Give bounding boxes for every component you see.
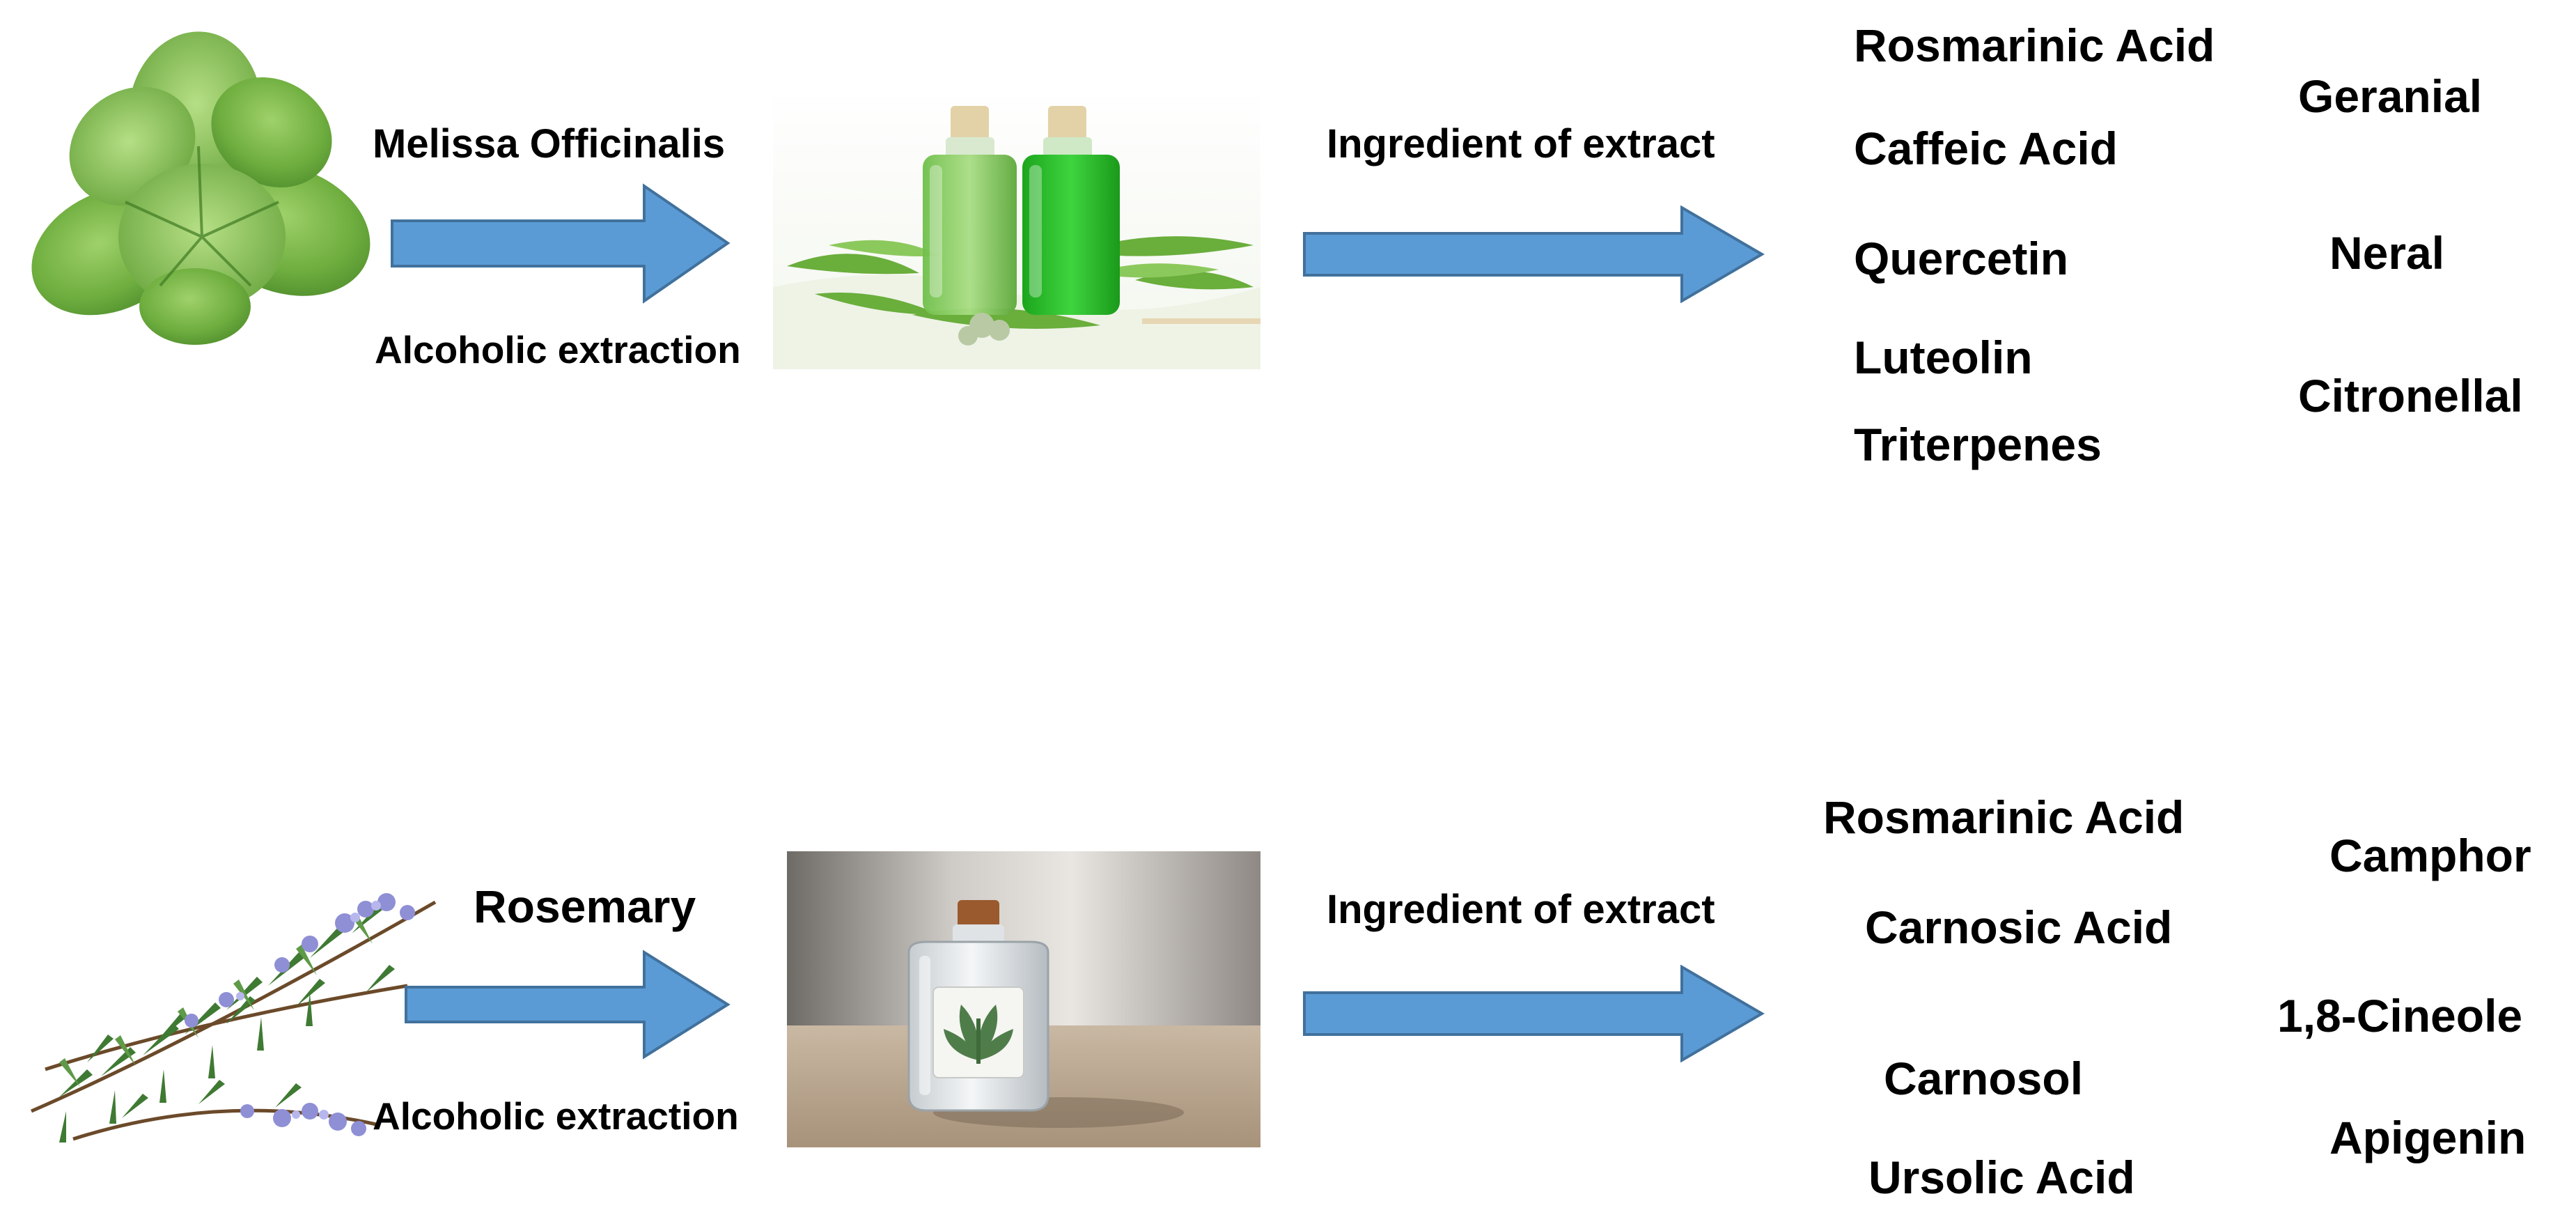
compound-item: Triterpenes <box>1854 419 2102 470</box>
process-label-1: Alcoholic extraction <box>375 328 741 371</box>
compound-item: Quercetin <box>1854 233 2069 284</box>
arrow-ingredients-2 <box>1303 965 1765 1062</box>
rosemary-sprigs-icon <box>17 860 453 1153</box>
arrow-extraction-1 <box>391 183 731 304</box>
compound-item: Ursolic Acid <box>1868 1152 2135 1203</box>
compound-item: Camphor <box>2329 830 2531 881</box>
compound-item: Geranial <box>2298 70 2483 122</box>
plant-name-melissa: Melissa Officinalis <box>373 121 726 166</box>
compound-item: 1,8-Cineole <box>2277 990 2523 1041</box>
compound-item: Caffeic Acid <box>1854 123 2118 174</box>
clear-extract-bottle-icon <box>787 851 1260 1147</box>
green-extract-bottles-icon <box>773 85 1260 369</box>
compound-item: Carnosic Acid <box>1865 901 2173 953</box>
compound-item: Carnosol <box>1884 1053 2084 1104</box>
lemon-balm-leaves-icon <box>21 28 383 348</box>
compound-item: Citronellal <box>2298 370 2523 421</box>
extract-label-2: Ingredient of extract <box>1327 887 1715 932</box>
extract-label-1: Ingredient of extract <box>1327 121 1715 166</box>
compound-item: Neral <box>2329 227 2445 279</box>
arrow-ingredients-1 <box>1303 206 1765 303</box>
compound-item: Rosmarinic Acid <box>1823 791 2185 843</box>
process-label-2: Alcoholic extraction <box>373 1094 739 1138</box>
plant-name-rosemary: Rosemary <box>474 881 696 932</box>
compound-item: Apigenin <box>2329 1112 2527 1163</box>
arrow-extraction-2 <box>405 950 731 1060</box>
compound-item: Rosmarinic Acid <box>1854 20 2215 71</box>
compound-item: Luteolin <box>1854 332 2033 383</box>
